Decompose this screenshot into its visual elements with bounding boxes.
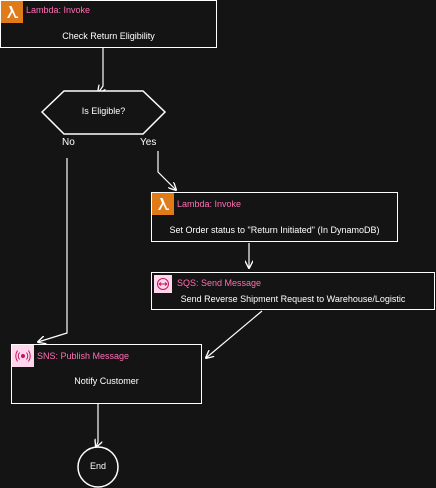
node-type-label: SNS: Publish Message	[37, 351, 130, 361]
branch-label-no: No	[62, 137, 75, 148]
node-text: Set Order status to "Return Initiated" (…	[169, 225, 380, 235]
end-shape[interactable]	[77, 446, 119, 488]
lambda-icon	[1, 1, 23, 23]
node-text: Send Reverse Shipment Request to Warehou…	[180, 294, 406, 304]
edge-decision-yes-to-lambda2	[157, 151, 176, 190]
node-type-label: Lambda: Invoke	[177, 199, 242, 209]
sns-publish-message-node[interactable]: SNS: Publish Message Notify Customer	[11, 344, 202, 404]
sns-icon	[12, 345, 34, 367]
lambda-icon	[152, 193, 174, 215]
branch-label-yes: Yes	[140, 137, 157, 148]
sqs-send-message-node[interactable]: SQS: Send Message Send Reverse Shipment …	[151, 272, 435, 310]
edge-decision-no-to-sns	[38, 158, 68, 342]
edge-sqs-to-sns	[206, 310, 263, 358]
lambda-check-eligibility-node[interactable]: Lambda: Invoke Check Return Eligibility	[0, 0, 217, 48]
edge-lambda1-to-decision	[98, 48, 103, 93]
sqs-icon	[154, 275, 172, 293]
decision-shape[interactable]	[40, 90, 167, 135]
node-text: Check Return Eligibility	[62, 31, 155, 41]
node-text: Notify Customer	[74, 376, 139, 386]
decision-label: Is Eligible?	[81, 106, 126, 116]
node-type-label: Lambda: Invoke	[26, 5, 91, 15]
edge-sns-to-end	[96, 404, 98, 447]
end-label: End	[89, 461, 106, 471]
node-type-label: SQS: Send Message	[177, 278, 262, 288]
lambda-set-order-status-node[interactable]: Lambda: Invoke Set Order status to "Retu…	[151, 192, 398, 242]
